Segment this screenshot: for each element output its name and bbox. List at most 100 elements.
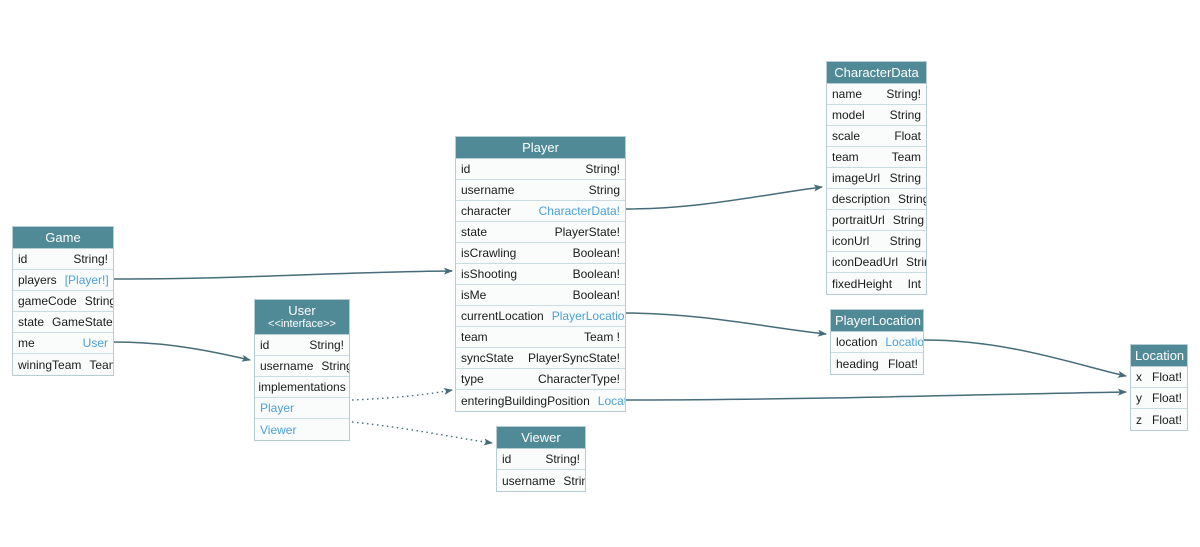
field-name: y <box>1136 391 1142 405</box>
field-type: PlayerSyncState! <box>527 351 620 365</box>
field-name: z <box>1136 412 1142 427</box>
field-name: scale <box>832 129 861 143</box>
field-name: team <box>832 150 859 164</box>
field-name: implementations <box>258 380 346 394</box>
field-row[interactable]: id String! <box>13 249 113 270</box>
field-type: String <box>889 171 921 185</box>
field-type: String <box>906 255 926 269</box>
field-row[interactable]: gameCodeString! <box>13 291 113 312</box>
field-row[interactable]: name String! <box>827 84 926 105</box>
entity-header-user: User<<interface>> <box>255 300 349 335</box>
field-row[interactable]: iconDeadUrlString <box>827 252 926 273</box>
field-name: syncState <box>461 351 514 365</box>
entity-title: Location <box>1135 348 1185 363</box>
field-type: Float! <box>1151 391 1182 405</box>
field-type: String! <box>886 87 921 101</box>
field-row[interactable]: players [Player!] <box>13 270 113 291</box>
field-type: Int <box>907 276 921 291</box>
field-row[interactable]: character CharacterData! <box>456 201 625 222</box>
field-name: username <box>502 473 556 488</box>
field-row[interactable]: portraitUrl String <box>827 210 926 231</box>
field-row[interactable]: enteringBuildingPositionLocation <box>456 390 625 411</box>
field-row[interactable]: y Float! <box>1131 388 1187 409</box>
field-row[interactable]: currentLocationPlayerLocation! <box>456 306 625 327</box>
field-row[interactable]: model String <box>827 105 926 126</box>
field-type: String <box>563 473 585 488</box>
field-type: String <box>898 192 926 206</box>
field-name: model <box>832 108 865 122</box>
field-row[interactable]: location Location! <box>831 332 923 353</box>
entity-header-player: Player <box>456 137 625 159</box>
field-type-link[interactable]: Location! <box>885 335 923 349</box>
field-type: Team <box>89 357 113 372</box>
edge-player-currentlocation-to-playerlocation <box>625 312 827 337</box>
field-name: id <box>18 252 28 266</box>
field-type-link[interactable]: PlayerLocation! <box>551 309 625 323</box>
field-name: Player <box>260 401 295 415</box>
entity-header-game: Game <box>13 227 113 249</box>
field-name: state <box>18 315 45 329</box>
field-row[interactable]: winingTeamTeam <box>13 354 113 375</box>
field-name: portraitUrl <box>832 213 885 227</box>
field-name: type <box>461 372 484 386</box>
field-row[interactable]: username String <box>497 470 585 491</box>
field-row[interactable]: Player <box>255 398 349 419</box>
entity-playerlocation[interactable]: PlayerLocationlocationLocation!headingFl… <box>830 309 924 375</box>
field-name: gameCode <box>18 294 77 308</box>
field-row[interactable]: implementations <box>255 377 349 398</box>
entity-header-characterdata: CharacterData <box>827 62 926 84</box>
field-type: PlayerState! <box>554 225 620 239</box>
field-type-link[interactable]: User <box>82 336 108 350</box>
entity-user[interactable]: User<<interface>>idString!usernameString… <box>254 299 350 441</box>
field-name: name <box>832 87 863 101</box>
entity-header-viewer: Viewer <box>497 427 585 449</box>
field-row[interactable]: team Team <box>827 147 926 168</box>
field-row[interactable]: syncState PlayerSyncState! <box>456 348 625 369</box>
entity-title: CharacterData <box>834 65 919 80</box>
field-type: String! <box>73 252 108 266</box>
field-name: character <box>461 204 512 218</box>
field-name: description <box>832 192 891 206</box>
field-type-link[interactable]: [Player!] <box>64 273 109 287</box>
field-name: location <box>836 335 878 349</box>
field-type: String <box>892 213 925 227</box>
field-type: Float! <box>887 356 918 371</box>
field-row[interactable]: description String <box>827 189 926 210</box>
edge-game-players-to-player <box>113 267 453 280</box>
field-name: players <box>18 273 57 287</box>
field-type: String <box>889 108 921 122</box>
edge-user-player-implements <box>351 387 453 401</box>
field-type: Team <box>891 150 921 164</box>
field-type-link[interactable]: CharacterData! <box>538 204 620 218</box>
field-row[interactable]: Viewer <box>255 419 349 440</box>
field-type-link[interactable]: Location <box>597 393 625 408</box>
field-type: Float! <box>1151 370 1182 384</box>
field-type: String <box>321 359 349 373</box>
entity-stereotype: <<interface>> <box>268 318 336 330</box>
